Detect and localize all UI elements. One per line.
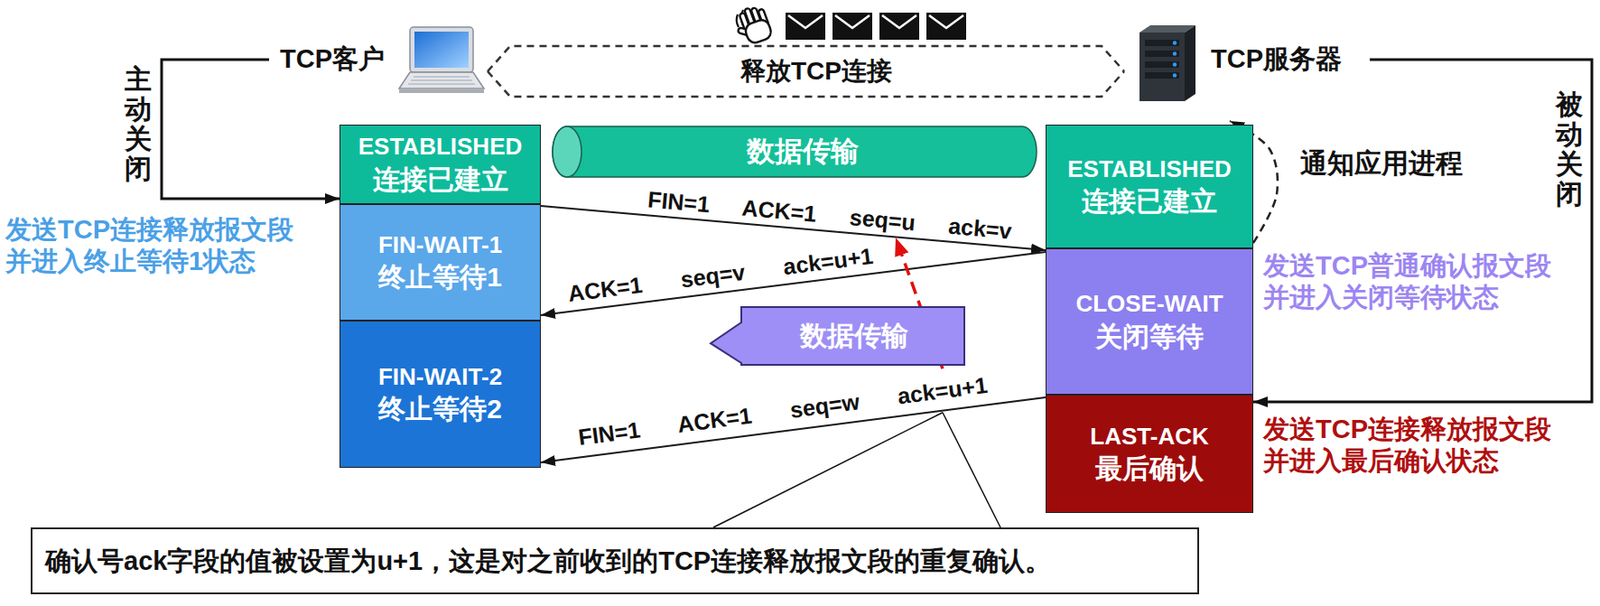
envelope	[879, 12, 920, 40]
laptop-keys	[408, 76, 475, 84]
server-slot	[1144, 50, 1180, 57]
state-box: LAST-ACK最后确认	[1045, 394, 1254, 513]
state-name-zh: 连接已建立	[372, 163, 509, 196]
data-transfer-cylinder: 数据传输	[550, 124, 1039, 179]
side-note: 发送TCP普通确认报文段 并进入关闭等待状态	[1263, 250, 1594, 315]
state-name-zh: 连接已建立	[1081, 185, 1218, 218]
server-side	[1184, 25, 1196, 102]
state-name-zh: 终止等待2	[378, 392, 503, 426]
side-note: 发送TCP连接释放报文段 并进入最后确认状态	[1263, 413, 1594, 478]
host-label: TCP服务器	[1210, 43, 1342, 75]
envelope	[785, 12, 826, 40]
envelope-icons	[785, 12, 967, 40]
server-light	[1172, 62, 1177, 66]
state-name-zh: 最后确认	[1095, 452, 1204, 485]
finger	[757, 8, 769, 28]
server-front	[1139, 32, 1185, 102]
envelope	[926, 12, 967, 40]
edge-label: 主动关闭	[124, 64, 152, 184]
transfer-label: 数据传输	[746, 134, 859, 168]
laptop-base	[399, 72, 484, 89]
envelope	[832, 12, 873, 40]
thumb	[737, 27, 753, 37]
server-host: TCP服务器	[1124, 21, 1370, 121]
edge-label: 通知应用进程	[1300, 147, 1463, 180]
envelope-flap	[788, 15, 823, 28]
state-name-en: FIN-WAIT-2	[378, 362, 503, 391]
arrow-shape	[710, 306, 965, 365]
connector-arrow	[161, 59, 340, 199]
envelope-flap	[882, 15, 917, 28]
cylinder-end	[552, 126, 582, 177]
state-name-en: FIN-WAIT-1	[378, 231, 503, 260]
client-host: TCP客户	[269, 21, 488, 121]
server-light	[1172, 73, 1177, 77]
callout-leader	[942, 412, 1001, 528]
palm	[743, 18, 773, 46]
state-box: CLOSE-WAIT关闭等待	[1045, 248, 1254, 395]
finger	[750, 7, 763, 29]
state-name-en: ESTABLISHED	[358, 132, 523, 161]
state-box: ESTABLISHED连接已建立	[339, 124, 541, 205]
laptop-screen	[414, 31, 469, 68]
server-slot	[1144, 61, 1180, 68]
motion-lines	[736, 9, 744, 28]
server-light	[1172, 40, 1177, 45]
edge-label: 释放TCP连接	[740, 55, 893, 87]
state-box: FIN-WAIT-1终止等待1	[339, 204, 541, 321]
state-name-zh: 终止等待1	[378, 260, 503, 294]
hand-shape	[731, 3, 774, 48]
message-fields: ACK=1 seq=v ack=u+1	[566, 241, 875, 307]
envelope-flap	[929, 15, 964, 28]
finger	[739, 12, 752, 34]
state-name-en: LAST-ACK	[1089, 422, 1209, 451]
state-name-en: CLOSE-WAIT	[1075, 289, 1223, 318]
host-label: TCP客户	[279, 43, 385, 75]
state-box: ESTABLISHED连接已建立	[1045, 124, 1254, 249]
laptop-screen-frame	[409, 27, 474, 73]
state-name-zh: 关闭等待	[1095, 320, 1204, 354]
transfer-label: 数据传输	[800, 319, 909, 353]
message-fields: FIN=1 ACK=1 seq=u ack=v	[646, 185, 1014, 244]
side-note: 发送TCP连接释放报文段 并进入终止等待1状态	[5, 213, 331, 279]
server-slot	[1144, 39, 1180, 47]
wave-hand-icon	[731, 3, 774, 48]
message-fields: FIN=1 ACK=1 seq=w ack=u+1	[576, 371, 990, 451]
envelope-flap	[835, 15, 870, 28]
server-icon	[1139, 25, 1196, 102]
cylinder-body	[552, 126, 1037, 177]
data-transfer-arrow: 数据传输	[708, 305, 967, 367]
state-box: FIN-WAIT-2终止等待2	[339, 320, 541, 468]
callout-leader	[713, 412, 943, 528]
laptop-icon	[399, 27, 484, 94]
server-top	[1139, 25, 1196, 33]
server-slot	[1144, 72, 1180, 79]
server-light	[1172, 51, 1177, 56]
laptop-edge	[399, 88, 484, 94]
edge-label: 被动关闭	[1555, 89, 1583, 209]
finger	[744, 8, 757, 32]
state-name-en: ESTABLISHED	[1067, 155, 1232, 184]
connector-arrow	[1253, 59, 1592, 402]
callout-box: 确认号ack字段的值被设置为u+1，这是对之前收到的TCP连接释放报文段的重复确…	[30, 527, 1200, 595]
callout-text: 确认号ack字段的值被设置为u+1，这是对之前收到的TCP连接释放报文段的重复确…	[45, 545, 1052, 577]
